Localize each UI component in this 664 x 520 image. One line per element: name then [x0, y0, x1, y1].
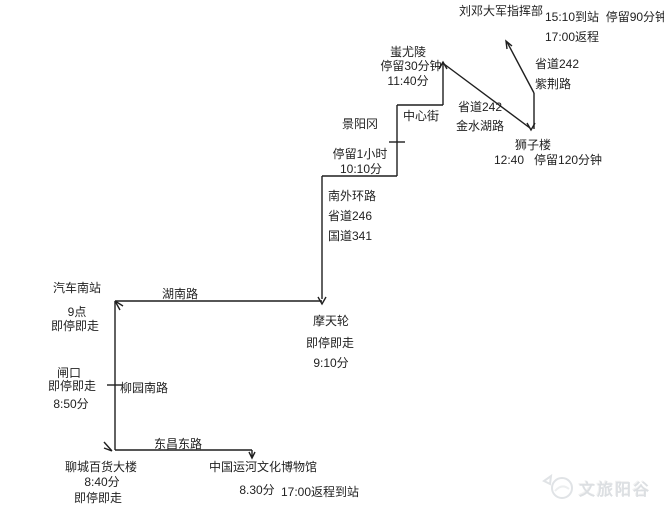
- road-label-zijing: 紫荆路: [535, 77, 572, 91]
- stop-info-liudeng-return: 17:00返程: [545, 30, 600, 44]
- road-label-jinshui-lake: 金水湖路: [456, 119, 505, 133]
- stop-info-jingyanggang-dwell: 停留1小时: [332, 147, 388, 161]
- stop-info-motianlun-time: 9:10分: [313, 356, 349, 370]
- road-label-south-ring: 南外环路: [328, 189, 377, 203]
- qichenanzhan-arrow-icon: [114, 300, 124, 311]
- road-label-jinshui-provincial: 省道242: [458, 100, 503, 114]
- stop-info-zhakou-note: 即停即走: [47, 379, 97, 393]
- stop-label-motianlun: 摩天轮: [312, 314, 350, 328]
- road-label-hunan: 湖南路: [161, 287, 199, 301]
- road-label-provincial-246: 省道246: [328, 209, 373, 223]
- jinshui-diagonal-line: [443, 63, 531, 129]
- stop-info-zhakou-time: 8:50分: [53, 397, 89, 411]
- baihuodalou-arrow-icon: [103, 441, 113, 452]
- museum-arrow-down-icon: [248, 450, 256, 460]
- stop-label-shizilou: 狮子楼: [514, 138, 552, 152]
- stop-info-motianlun-note: 即停即走: [305, 336, 355, 350]
- watermark: 文旅阳谷: [541, 473, 651, 503]
- stop-info-qichenanzhan-time: 9点: [67, 305, 87, 319]
- stop-info-chiyouling-time: 11:40分: [387, 74, 429, 88]
- stop-label-baihuodalou: 聊城百货大楼: [64, 460, 138, 474]
- stop-info-liudeng-arrival: 15:10到站 停留90分钟: [545, 10, 664, 24]
- stop-info-baihuodalou-note: 即停即走: [73, 491, 123, 505]
- stop-label-qichenanzhan: 汽车南站: [52, 281, 102, 295]
- stop-label-jingyanggang: 景阳冈: [341, 117, 379, 131]
- stop-info-qichenanzhan-note: 即停即走: [50, 319, 100, 333]
- motianlun-arrow-down-icon: [317, 296, 327, 306]
- road-label-national-341: 国道341: [328, 229, 373, 243]
- stop-label-yunhe-museum: 中国运河文化博物馆: [208, 460, 318, 474]
- stop-info-baihuodalou-time: 8:40分: [84, 475, 120, 489]
- watermark-text: 文旅阳谷: [579, 482, 652, 499]
- stop-label-liudeng: 刘邓大军指挥部: [458, 4, 544, 18]
- stop-info-jingyanggang-time: 10:10分: [339, 162, 383, 176]
- road-label-zhongxin-street: 中心街: [403, 109, 440, 123]
- wenlv-yanggu-logo-icon: [542, 473, 573, 499]
- stop-label-zhakou: 闸口: [56, 366, 82, 380]
- stop-info-yunhe-museum-time: 8.30分: [239, 483, 275, 497]
- stop-info-chiyouling-dwell: 停留30分钟: [380, 59, 442, 73]
- liudeng-arrow-icon: [505, 39, 513, 50]
- chiyouling-arrow-up-icon: [438, 60, 448, 70]
- road-label-liuyuan: 柳园南路: [120, 381, 169, 395]
- zijing-diagonal-line: [506, 41, 535, 94]
- road-label-zijing-provincial: 省道242: [535, 57, 580, 71]
- stop-label-chiyouling: 蚩尤陵: [389, 45, 427, 59]
- road-label-dongchang: 东昌东路: [153, 437, 203, 451]
- stop-info-yunhe-museum-return: 17:00返程到站: [280, 485, 360, 499]
- stop-info-shizilou-time: 12:40 停留120分钟: [494, 153, 603, 167]
- shizilou-arrow-down-icon: [526, 122, 536, 132]
